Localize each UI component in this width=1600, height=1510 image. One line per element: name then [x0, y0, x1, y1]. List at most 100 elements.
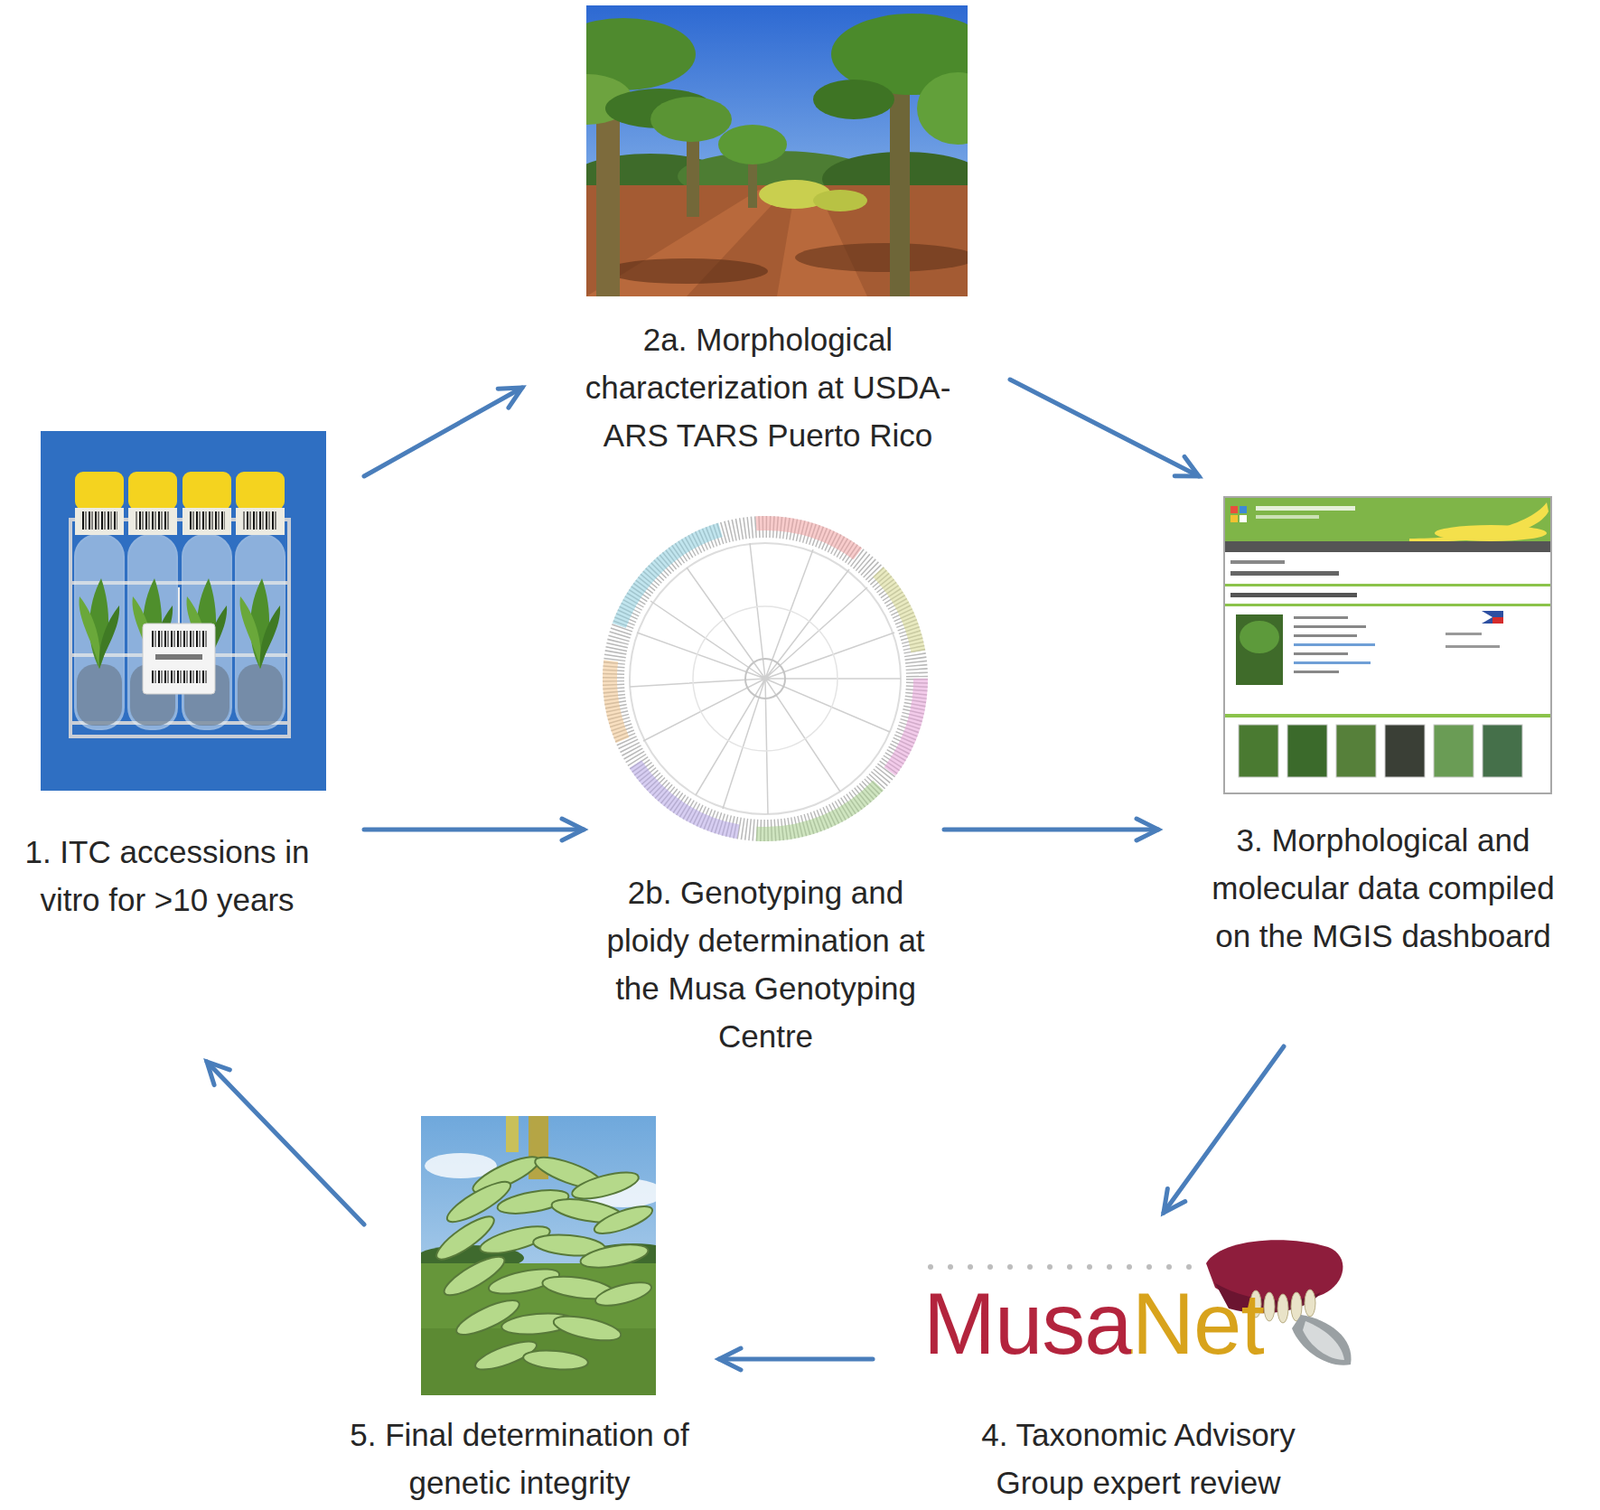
step-caption: 3. Morphological and molecular data comp…	[1202, 815, 1564, 960]
field-photo-part	[650, 96, 732, 142]
test-tube-photo-part	[242, 511, 279, 530]
circular-dendrogram-part	[609, 523, 921, 834]
step-node: 2a. Morphological characterization at US…	[533, 5, 1003, 459]
musanet-logo-graphic-part-part	[1066, 1263, 1073, 1270]
musanet-logo-graphic-part-part	[1126, 1263, 1133, 1270]
dashboard-screenshot-part	[1481, 610, 1493, 624]
step-node: 3. Morphological and molecular data comp…	[1170, 496, 1596, 960]
dashboard-screenshot-part	[1230, 505, 1238, 514]
dashboard-screenshot-part	[1255, 514, 1320, 519]
banana-bunch-photo-part-part	[569, 1167, 641, 1205]
step-caption: 5. Final determination of genetic integr…	[325, 1410, 714, 1507]
flow-arrow	[364, 387, 523, 477]
flow-arrow	[1010, 379, 1199, 477]
circular-dendrogram	[609, 523, 921, 834]
banana-bunch-photo-part	[421, 1115, 656, 1395]
field-photo-part	[795, 243, 968, 272]
circular-dendrogram-part	[629, 542, 901, 815]
step-node: 2b. Genotyping and ploidy determination …	[551, 520, 981, 1060]
test-tube-photo-part	[128, 471, 178, 510]
test-tube-photo-part	[81, 511, 118, 530]
banana-bunch-photo-part-part	[552, 1310, 624, 1345]
musanet-logo-graphic-part	[927, 1263, 1192, 1270]
dashboard-screenshot-part	[1492, 617, 1504, 624]
test-tube-photo	[40, 430, 327, 791]
flow-arrow	[719, 1356, 873, 1362]
musanet-logo-graphic-part-part	[1186, 1263, 1192, 1270]
test-tube-photo-part	[155, 654, 203, 660]
musanet-logo-graphic-part-part	[1277, 1293, 1289, 1323]
circular-dendrogram-part	[609, 523, 921, 834]
test-tube-photo-part	[235, 471, 285, 510]
circular-dendrogram-part	[629, 542, 901, 815]
dashboard-screenshot-part	[1482, 724, 1523, 777]
dashboard-screenshot-part	[1481, 610, 1504, 624]
step-node: 5. Final determination of genetic integr…	[298, 1115, 741, 1507]
dashboard-screenshot-part	[1293, 652, 1348, 655]
circular-dendrogram-part	[609, 523, 921, 834]
field-photo-part	[916, 72, 968, 145]
banana-bunch-photo-part-part	[591, 1200, 656, 1239]
test-tube-photo-part	[134, 511, 171, 530]
step-caption: 1. ITC accessions in vitro for >10 years	[9, 827, 326, 924]
dashboard-screenshot-part	[1225, 497, 1551, 542]
musanet-logo-graphic-part-part	[1047, 1263, 1053, 1270]
banana-bunch-photo-part	[431, 1150, 656, 1376]
dashboard-screenshot-part	[1293, 616, 1348, 619]
dashboard-screenshot-part	[1445, 645, 1500, 648]
test-tube-photo-part	[149, 630, 208, 647]
dashboard-screenshot-part	[1336, 724, 1376, 777]
test-tube-photo-part	[188, 511, 225, 530]
musanet-logo-graphic-part-part	[1304, 1289, 1316, 1317]
test-tube-photo-part	[40, 430, 327, 791]
field-photo-part	[889, 81, 910, 297]
circular-dendrogram-part	[609, 523, 921, 834]
test-tube-photo-part	[177, 587, 180, 624]
musanet-logo-graphic-part-part	[1007, 1263, 1013, 1270]
flow-arrow	[364, 827, 584, 833]
dashboard-screenshot-part	[1293, 634, 1357, 637]
field-photo-part	[605, 258, 768, 284]
musanet-logo-graphic-part-part	[927, 1263, 934, 1270]
dashboard-screenshot-part	[1409, 502, 1549, 543]
circular-dendrogram-part	[692, 606, 838, 751]
test-tube-photo-part	[235, 534, 285, 730]
test-tube-photo-part	[149, 670, 208, 684]
banana-bunch-photo-part	[421, 1328, 656, 1395]
dashboard-screenshot-part	[1239, 505, 1247, 514]
musanet-logo-graphic-part-part	[1027, 1263, 1033, 1270]
test-tube-photo-part	[74, 507, 124, 535]
circular-dendrogram-part	[609, 523, 921, 834]
test-tube-photo-part	[182, 471, 232, 510]
dashboard-screenshot-part	[1225, 713, 1551, 718]
dashboard-screenshot-part	[1230, 570, 1339, 576]
flow-arrow	[206, 1061, 365, 1225]
musanet-logo-graphic-part-part	[1086, 1263, 1093, 1270]
step-node: MusaNet4. Taxonomic Advisory Group exper…	[903, 1239, 1374, 1507]
musanet-logo-graphic-part	[1291, 1314, 1352, 1366]
test-tube-photo-part	[70, 519, 290, 737]
dashboard-screenshot-part	[1255, 505, 1356, 511]
test-tube-photo-part	[182, 507, 232, 535]
musanet-logo-graphic-part-part	[1146, 1263, 1152, 1270]
dashboard-screenshot-part	[1230, 514, 1238, 523]
dashboard-screenshot-part	[1238, 724, 1279, 777]
musanet-logo-graphic-part	[1302, 1320, 1345, 1360]
musanet-logo-graphic-part-part	[1106, 1263, 1113, 1270]
field-photo-part	[718, 124, 787, 165]
field-photo-part	[813, 79, 895, 120]
test-tube-photo-part	[235, 507, 285, 535]
dashboard-screenshot-part	[1230, 592, 1357, 598]
dashboard-screenshot-part	[1445, 632, 1482, 636]
step-node: 1. ITC accessions in vitro for >10 years	[4, 430, 330, 924]
circular-dendrogram-part	[745, 658, 786, 699]
field-photo	[586, 5, 968, 297]
dashboard-screenshot-part	[1293, 643, 1376, 646]
step-caption: 4. Taxonomic Advisory Group expert revie…	[957, 1410, 1320, 1507]
flow-arrow	[944, 827, 1159, 833]
test-tube-photo-part	[74, 534, 124, 730]
dashboard-screenshot-part	[1225, 583, 1551, 587]
dashboard-screenshot-part	[1384, 724, 1425, 777]
